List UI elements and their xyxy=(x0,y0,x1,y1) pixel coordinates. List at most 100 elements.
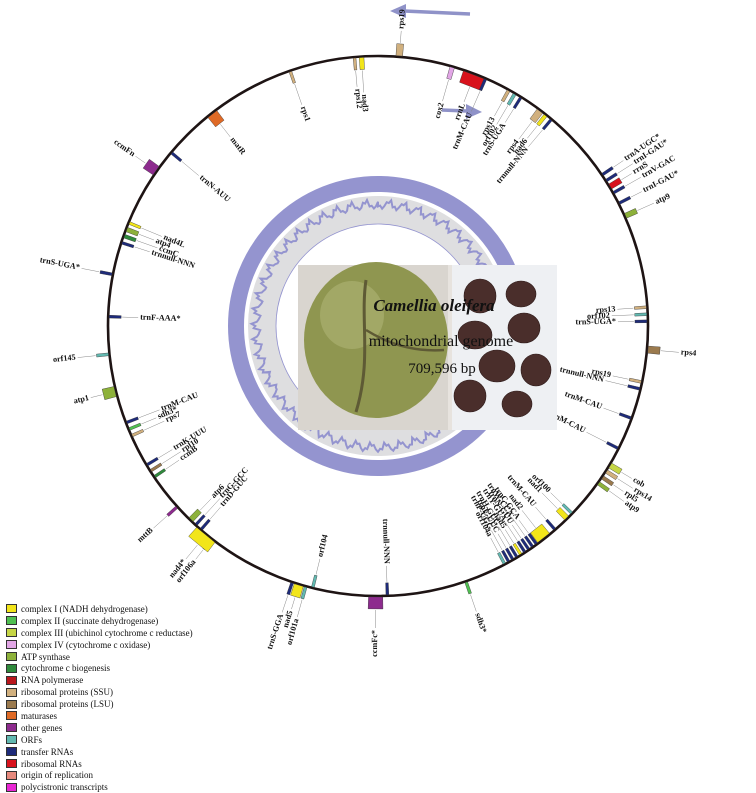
gene-block xyxy=(353,58,357,70)
gene-leader xyxy=(400,31,401,43)
gene-leader xyxy=(621,174,631,180)
gene-leader xyxy=(141,228,161,236)
legend-swatch xyxy=(6,723,17,732)
species-name: Camellia oleifera xyxy=(373,296,495,315)
gene-leader xyxy=(210,507,220,519)
gene-leader xyxy=(613,376,629,379)
gene-leader xyxy=(205,499,220,515)
gene-leader xyxy=(637,203,653,210)
gene-leader xyxy=(316,559,320,575)
genome-subtitle: mitochondrial genome xyxy=(369,333,513,350)
gene-leader xyxy=(586,432,606,442)
gene-block xyxy=(150,463,162,472)
gene-block xyxy=(396,44,404,56)
gene-leader xyxy=(621,472,631,478)
gene-block xyxy=(625,208,638,218)
gene-leader xyxy=(505,109,513,123)
legend-swatch xyxy=(6,652,17,661)
legend-swatch xyxy=(6,759,17,768)
gene-block xyxy=(124,234,137,241)
legend-swatch xyxy=(6,664,17,673)
gene-leader xyxy=(494,102,502,116)
legend-item: origin of replication xyxy=(6,769,306,781)
gene-block xyxy=(359,57,364,69)
legend-item: ribosomal RNAs xyxy=(6,758,306,770)
gene-block xyxy=(171,152,182,162)
legend-label: ribosomal proteins (SSU) xyxy=(21,687,113,697)
gene-leader xyxy=(498,534,506,548)
legend-label: transfer RNAs xyxy=(21,747,73,757)
legend-label: complex III (ubichinol cytochrome c redu… xyxy=(21,628,193,638)
gene-leader xyxy=(386,566,387,582)
legend-item: complex IV (cytochrome c oxidase) xyxy=(6,639,306,651)
gene-block xyxy=(619,413,631,420)
gene-block xyxy=(648,346,661,354)
gene-block xyxy=(154,469,165,478)
gene-block xyxy=(122,242,134,248)
gene-leader xyxy=(470,595,476,612)
gene-block xyxy=(109,315,121,318)
gene-leader xyxy=(519,122,532,140)
gene-leader xyxy=(528,130,542,147)
legend-swatch xyxy=(6,735,17,744)
legend-label: complex II (succinate dehydrogenase) xyxy=(21,616,158,626)
legend-item: ribosomal proteins (LSU) xyxy=(6,698,306,710)
gene-block xyxy=(126,227,139,236)
genome-size: 709,596 bp xyxy=(408,361,476,377)
gene-leader xyxy=(625,177,641,186)
gene-block xyxy=(507,93,516,105)
gene-leader xyxy=(661,351,679,353)
gene-block xyxy=(167,506,178,516)
gene-leader xyxy=(196,550,203,559)
legend-item: ORFs xyxy=(6,734,306,746)
legend-label: ribosomal RNAs xyxy=(21,759,82,769)
legend-swatch xyxy=(6,604,17,613)
legend-label: cytochrome c biogenesis xyxy=(21,663,110,673)
gene-label: ccmFn xyxy=(112,137,137,158)
gene-leader xyxy=(295,84,302,105)
gene-label: trnM-CAU xyxy=(564,389,604,411)
gene-leader xyxy=(200,499,211,511)
legend-swatch xyxy=(6,616,17,625)
legend-swatch xyxy=(6,640,17,649)
legend-swatch xyxy=(6,747,17,756)
legend-label: complex IV (cytochrome c oxidase) xyxy=(21,640,150,650)
legend-item: RNA polymerase xyxy=(6,674,306,686)
gene-label: cox2 xyxy=(433,102,446,120)
gene-leader xyxy=(631,192,642,197)
gene-label: rps19 xyxy=(396,9,407,29)
legend-item: cytochrome c biogenesis xyxy=(6,662,306,674)
gene-leader xyxy=(220,124,230,137)
gene-label: matR xyxy=(228,135,247,156)
gene-leader xyxy=(91,395,103,398)
gene-leader xyxy=(491,538,499,552)
gene-leader xyxy=(617,308,633,309)
gene-label: orf104 xyxy=(315,534,329,558)
gene-block xyxy=(312,575,318,587)
gene-label: trnS-UGA* xyxy=(39,255,80,272)
legend-label: other genes xyxy=(21,723,62,733)
gene-leader xyxy=(356,71,357,87)
gene-block xyxy=(629,378,641,383)
gene-block xyxy=(447,67,455,80)
gene-block xyxy=(606,441,618,449)
gene-block xyxy=(129,423,141,430)
seed xyxy=(521,354,551,386)
legend-item: maturases xyxy=(6,710,306,722)
gene-block xyxy=(386,583,389,595)
gene-label: rps1 xyxy=(299,105,313,123)
gene-leader xyxy=(154,516,167,528)
gene-block xyxy=(102,387,116,400)
seed xyxy=(502,391,532,417)
gene-leader xyxy=(162,452,181,464)
legend-item: transfer RNAs xyxy=(6,746,306,758)
gene-label: trnS-UGA* xyxy=(575,317,616,327)
gene-leader xyxy=(136,156,146,163)
gene-leader xyxy=(159,450,173,458)
legend-label: polycistronic transcripts xyxy=(21,782,108,792)
gene-leader xyxy=(613,160,623,167)
legend-label: maturases xyxy=(21,711,57,721)
legend-swatch xyxy=(6,688,17,697)
gene-block xyxy=(126,417,138,424)
gene-block xyxy=(634,306,646,310)
